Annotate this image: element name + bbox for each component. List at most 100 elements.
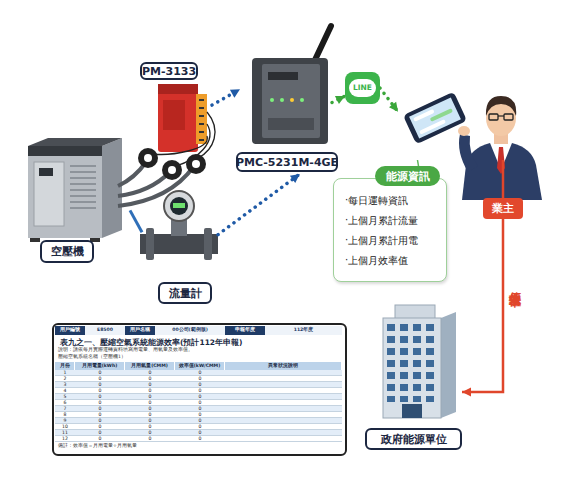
connector bbox=[218, 174, 300, 235]
info-item: ‧上個月累計流量 bbox=[345, 216, 418, 226]
table-header-cell: 用戶名稱 bbox=[125, 326, 155, 335]
form-title: 表九之一、壓縮空氣系統能源效率(預計112年申報) bbox=[60, 338, 345, 348]
device-node: 流量計 bbox=[142, 192, 218, 304]
compressor-display bbox=[39, 168, 53, 176]
ct-hole bbox=[144, 154, 152, 162]
terminal-screws bbox=[199, 100, 204, 140]
glasses bbox=[489, 114, 498, 120]
table-cell: 0 bbox=[75, 382, 125, 388]
table-cell: 0 bbox=[75, 430, 125, 436]
gateway-front bbox=[262, 64, 320, 138]
device-label: 流量計 bbox=[158, 282, 212, 304]
flange bbox=[146, 228, 154, 260]
tie bbox=[497, 147, 505, 174]
table-cell: 0 bbox=[75, 376, 125, 382]
compressor-front bbox=[28, 146, 102, 238]
compressor-foot bbox=[30, 238, 40, 242]
led bbox=[270, 98, 274, 102]
table-cell: 0 bbox=[175, 430, 225, 436]
table-cell: 0 bbox=[75, 412, 125, 418]
building-door bbox=[402, 404, 422, 418]
building-windows bbox=[385, 322, 439, 402]
info-panel bbox=[333, 178, 447, 282]
table-row bbox=[55, 436, 342, 442]
table-header-cell: 00公司(範例版) bbox=[155, 326, 225, 335]
table-cell: 0 bbox=[125, 436, 175, 442]
meter-screen bbox=[170, 197, 188, 215]
device-node: PMC-5231M-4GE bbox=[240, 28, 332, 174]
form-note: 說明：請依每月實際運轉資料填寫用電量、用氣量及效率值。 bbox=[58, 348, 193, 353]
connector bbox=[212, 89, 240, 105]
gateway-badge bbox=[268, 72, 298, 80]
device-node: 空壓機 bbox=[20, 135, 130, 265]
table-cell: 0 bbox=[125, 388, 175, 394]
table-cell: 10 bbox=[55, 424, 75, 430]
compressor-vents bbox=[70, 166, 96, 208]
table-cell: 0 bbox=[75, 436, 125, 442]
flow-meter bbox=[140, 191, 218, 260]
table-cell: 11 bbox=[55, 430, 75, 436]
glasses bbox=[504, 114, 513, 120]
building-side bbox=[441, 312, 456, 418]
table-cell: 0 bbox=[75, 370, 125, 376]
table-cell: 0 bbox=[125, 406, 175, 412]
phone-screen bbox=[409, 97, 461, 138]
table-cell: 0 bbox=[175, 394, 225, 400]
ct-clamp bbox=[162, 160, 182, 180]
table-cell: 0 bbox=[125, 382, 175, 388]
smartphone bbox=[403, 92, 467, 145]
connector bbox=[462, 160, 503, 392]
building-front bbox=[383, 318, 441, 418]
glasses-bridge bbox=[498, 115, 504, 116]
device-label: PM-3133 bbox=[140, 62, 198, 80]
table-cell: 0 bbox=[125, 412, 175, 418]
gateway-body bbox=[252, 58, 328, 144]
compressor-panel bbox=[34, 162, 64, 226]
agency-label: 政府能源單位 bbox=[365, 428, 462, 450]
table-cell: 0 bbox=[125, 376, 175, 382]
table-cell: 0 bbox=[175, 424, 225, 430]
ct-hole bbox=[168, 166, 176, 174]
column-header: 月用氣量(CMM) bbox=[125, 362, 175, 370]
system-name: 壓縮空氣系統名稱（空壓機1） bbox=[58, 355, 126, 360]
ct-clamp bbox=[186, 154, 206, 174]
table-cell: 0 bbox=[175, 388, 225, 394]
government-building bbox=[383, 305, 456, 418]
column-header: 效率值(kW/CMM) bbox=[175, 362, 225, 370]
terminal-block bbox=[196, 94, 207, 144]
ct-wires bbox=[152, 112, 215, 166]
flange bbox=[204, 228, 212, 260]
table-cell: 0 bbox=[125, 418, 175, 424]
table-cell: 0 bbox=[75, 400, 125, 406]
table-header-cell: 112年度 bbox=[265, 326, 342, 335]
arrow-head bbox=[230, 89, 240, 97]
gateway-ports bbox=[268, 118, 314, 130]
business-owner bbox=[458, 96, 542, 200]
compressor-band bbox=[28, 146, 102, 156]
table-cell: 0 bbox=[75, 424, 125, 430]
gateway-device bbox=[252, 26, 331, 144]
compressor-top bbox=[28, 138, 122, 146]
column-header: 異常狀況說明 bbox=[225, 362, 342, 370]
agency-node: 政府能源單位 bbox=[365, 300, 462, 452]
chat-bubble bbox=[430, 108, 453, 122]
ct-clamp bbox=[138, 148, 158, 168]
line-app-icon: LINE bbox=[345, 72, 380, 104]
connector bbox=[380, 88, 398, 112]
table-cell: 0 bbox=[175, 382, 225, 388]
connector bbox=[332, 96, 345, 103]
role-label: 業主 bbox=[483, 198, 523, 219]
table-cell: 0 bbox=[175, 436, 225, 442]
table-cell: 0 bbox=[175, 400, 225, 406]
table-cell: 1 bbox=[55, 370, 75, 376]
table-cell: 0 bbox=[125, 370, 175, 376]
led bbox=[280, 98, 284, 102]
table-cell: 0 bbox=[75, 418, 125, 424]
table-cell: 9 bbox=[55, 418, 75, 424]
table-cell: 0 bbox=[125, 400, 175, 406]
table-cell: 0 bbox=[175, 370, 225, 376]
info-item: ‧上個月效率值 bbox=[345, 256, 408, 266]
chat-bubble bbox=[419, 119, 446, 134]
device-label: PMC-5231M-4GE bbox=[236, 152, 338, 172]
